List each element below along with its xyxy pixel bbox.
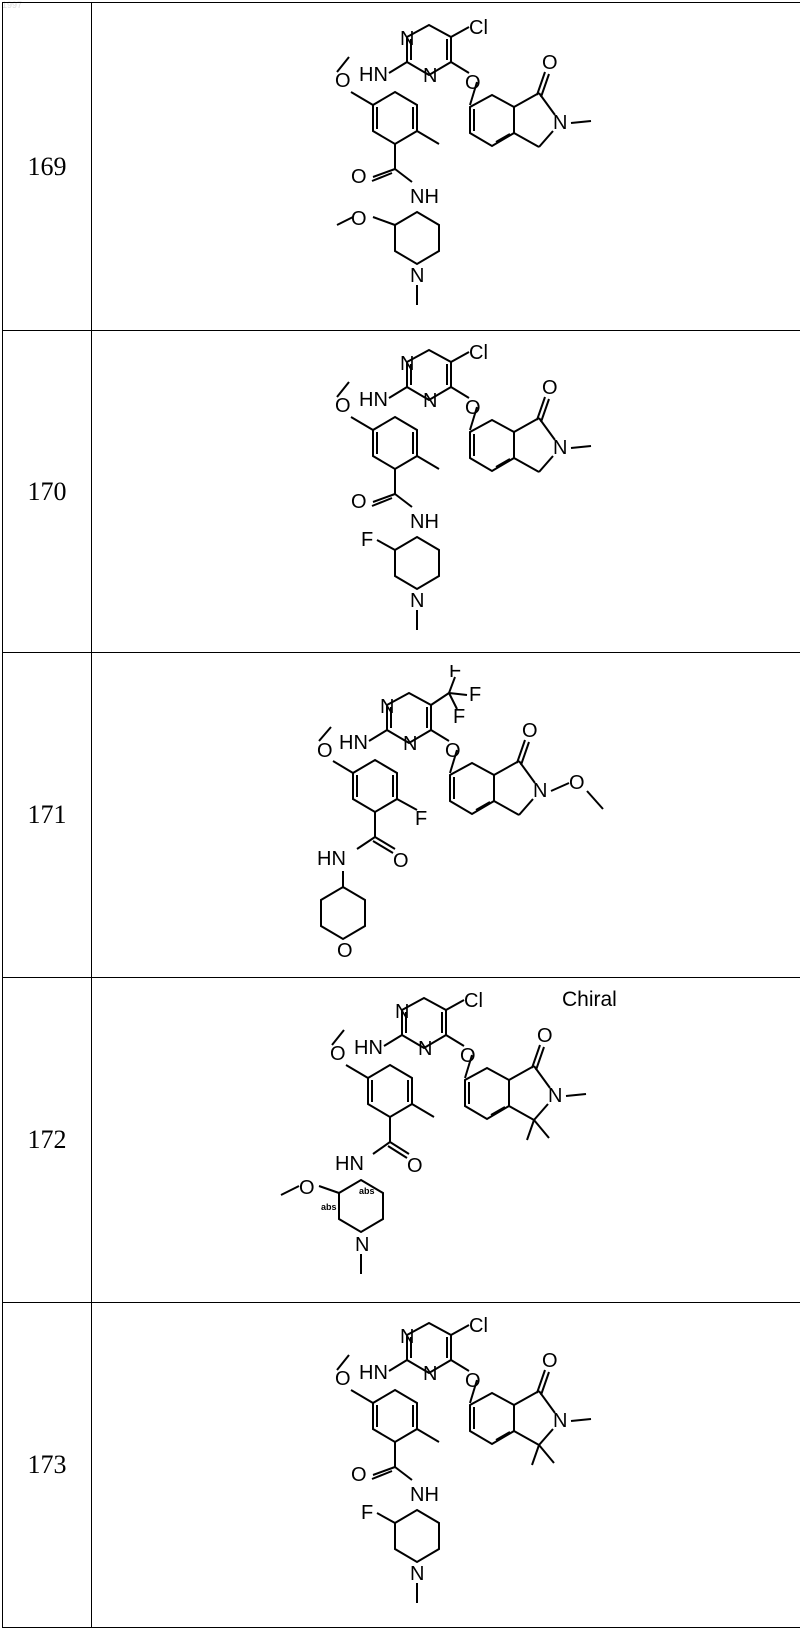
structure-169: N N Cl O HN O O NH — [277, 17, 617, 317]
atom-o: O — [542, 52, 558, 74]
atom-o: O — [330, 1043, 346, 1065]
atom-n: N — [423, 390, 437, 412]
atom-hn: HN — [359, 389, 388, 411]
atom-o: O — [407, 1155, 423, 1177]
atom-o: O — [335, 70, 351, 92]
stereo-label: abs — [359, 1186, 375, 1196]
atom-cl: Cl — [469, 342, 488, 364]
atom-n: N — [410, 1563, 424, 1585]
atom-n: N — [423, 1363, 437, 1385]
atom-o: O — [542, 377, 558, 399]
atom-o: O — [465, 1370, 481, 1392]
atom-n: N — [380, 696, 394, 718]
atom-f: F — [361, 1502, 373, 1524]
structure-172: N N Cl O HN O O HN abs — [277, 990, 617, 1290]
atom-nh: NH — [410, 1484, 439, 1506]
atom-o: O — [351, 166, 367, 188]
atom-o: O — [393, 850, 409, 872]
atom-cl: Cl — [469, 17, 488, 39]
atom-hn: HN — [335, 1153, 364, 1175]
chiral-label: Chiral — [562, 988, 617, 1012]
atom-o: O — [351, 208, 367, 230]
atom-f: F — [453, 706, 465, 728]
atom-f: F — [361, 529, 373, 551]
table-row: 169 N N Cl O HN O — [3, 3, 800, 331]
table-row: 172 Chiral N N Cl O HN O — [3, 978, 800, 1303]
atom-n: N — [553, 1410, 567, 1432]
atom-cl: Cl — [469, 1315, 488, 1337]
atom-o: O — [351, 491, 367, 513]
atom-o: O — [542, 1350, 558, 1372]
structure-171: N N F F F O HN O F O — [277, 665, 617, 965]
atom-o: O — [537, 1025, 553, 1047]
atom-n: N — [410, 265, 424, 287]
atom-nh: NH — [410, 186, 439, 208]
atom-hn: HN — [359, 64, 388, 86]
structure-173: N N Cl O HN O O NH — [277, 1315, 617, 1615]
structure-cell: N N F F F O HN O F O — [92, 653, 800, 978]
atom-o: O — [317, 740, 333, 762]
structure-cell: N N Cl O HN O O NH — [92, 331, 800, 653]
atom-n: N — [400, 1326, 414, 1348]
atom-n: N — [553, 437, 567, 459]
atom-hn: HN — [317, 848, 346, 870]
atom-n: N — [355, 1234, 369, 1256]
atom-hn: HN — [339, 732, 368, 754]
atom-cl: Cl — [464, 990, 483, 1012]
atom-o: O — [337, 940, 353, 962]
atom-o: O — [335, 1368, 351, 1390]
atom-n: N — [553, 112, 567, 134]
atom-f: F — [415, 808, 427, 830]
atom-n: N — [410, 590, 424, 612]
atom-n: N — [395, 1001, 409, 1023]
stereo-label: abs — [321, 1202, 337, 1212]
atom-o: O — [522, 720, 538, 742]
structure-170: N N Cl O HN O O NH — [277, 342, 617, 642]
atom-hn: HN — [354, 1037, 383, 1059]
structure-cell: N N Cl O HN O O NH — [92, 3, 800, 331]
atom-o: O — [569, 772, 585, 794]
atom-o: O — [335, 395, 351, 417]
atom-n: N — [423, 65, 437, 87]
atom-n: N — [418, 1038, 432, 1060]
atom-o: O — [460, 1045, 476, 1067]
structure-cell: N N Cl O HN O O NH — [92, 1303, 800, 1628]
atom-hn: HN — [359, 1362, 388, 1384]
atom-f: F — [449, 665, 461, 682]
table-row: 170 N N Cl O HN O O — [3, 331, 800, 653]
table-row: 173 N N Cl O HN O O — [3, 1303, 800, 1628]
compound-number: 169 — [3, 3, 92, 331]
atom-o: O — [351, 1464, 367, 1486]
atom-o: O — [299, 1177, 315, 1199]
atom-o: O — [465, 397, 481, 419]
atom-nh: NH — [410, 511, 439, 533]
compound-number: 173 — [3, 1303, 92, 1628]
compound-number: 172 — [3, 978, 92, 1303]
atom-f: F — [469, 684, 481, 706]
atom-n: N — [533, 780, 547, 802]
atom-n: N — [400, 28, 414, 50]
atom-n: N — [548, 1085, 562, 1107]
structure-cell: Chiral N N Cl O HN O O — [92, 978, 800, 1303]
atom-o: O — [465, 72, 481, 94]
compound-number: 171 — [3, 653, 92, 978]
atom-n: N — [403, 733, 417, 755]
atom-o: O — [445, 740, 461, 762]
compound-number: 170 — [3, 331, 92, 653]
atom-n: N — [400, 353, 414, 375]
table-row: 171 N N F F F O HN O — [3, 653, 800, 978]
